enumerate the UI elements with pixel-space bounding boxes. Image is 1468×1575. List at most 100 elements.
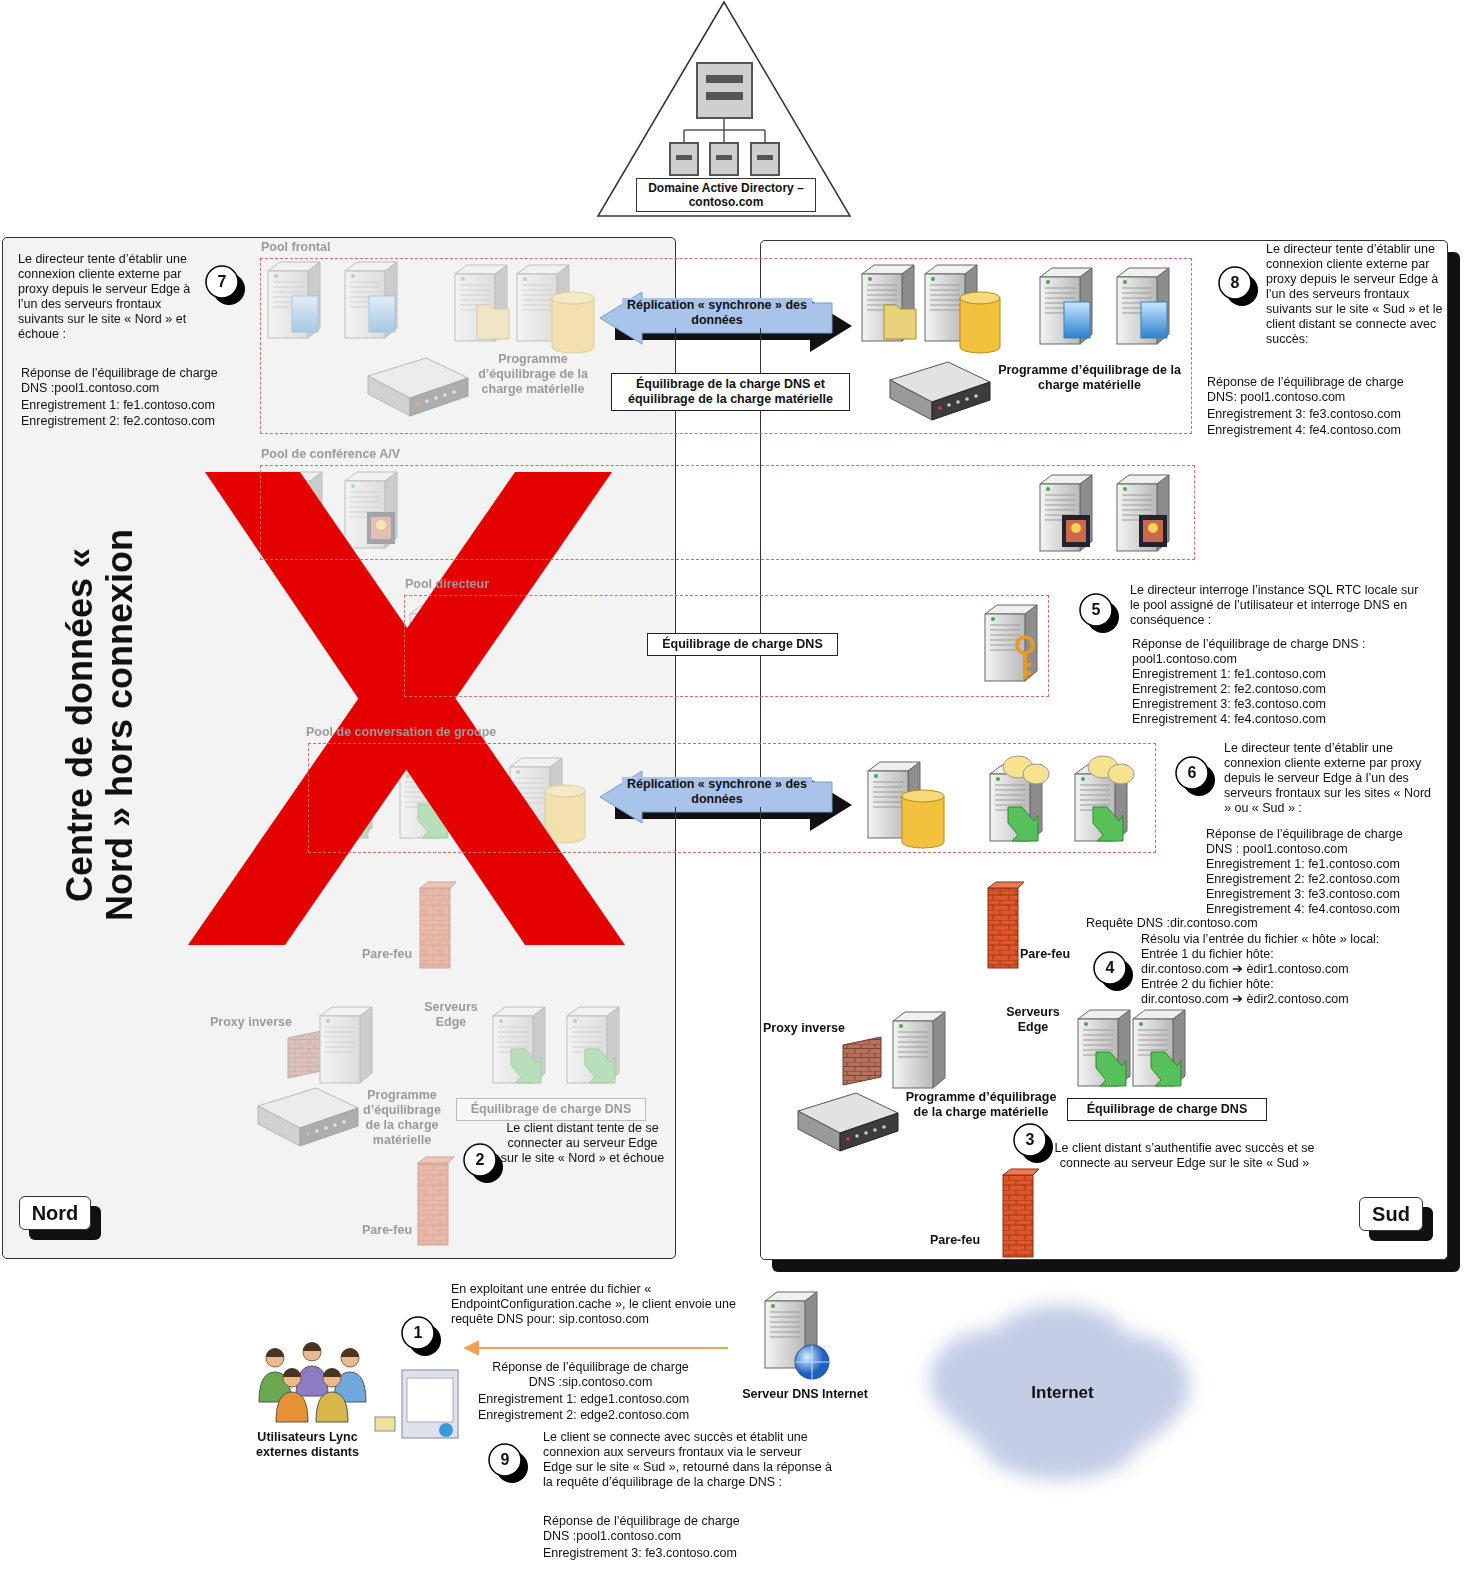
callout-circle <box>489 1444 521 1476</box>
note-text: Serveurs Edge <box>993 1005 1073 1035</box>
user-group: Utilisateurs Lync externes distants <box>245 1340 463 1465</box>
callout-number: 4 <box>1095 959 1125 977</box>
process-box: Équilibrage de charge DNS <box>456 1098 646 1121</box>
note-text: dir.contoso.com ➔ èdir2.contoso.com <box>1141 992 1441 1007</box>
region-ground <box>2 237 676 1259</box>
domain-triangle: Domaine Active Directory – contoso.com <box>598 2 850 218</box>
note-text: Enregistrement 2: fe2.contoso.com <box>21 414 236 429</box>
node-label: Domaine Active Directory – contoso.com <box>636 178 816 212</box>
callout-number: 1 <box>403 1324 433 1342</box>
callout-number: 6 <box>1177 764 1207 782</box>
note-text: Programme d’équilibrage de la charge mat… <box>992 363 1187 393</box>
dns-server: Serveur DNS Internet <box>730 1290 880 1408</box>
pool-box: Pool frontalÉquilibrage de la charge DNS… <box>260 258 1192 434</box>
pool-box: Pool de conférence A/V <box>260 465 1195 560</box>
note-text: Pare-feu <box>1020 947 1080 962</box>
note-text: Le directeur tente d’établir une connexi… <box>1224 741 1439 816</box>
org-icon <box>670 63 779 175</box>
note-text: Serveurs Edge <box>411 1000 491 1030</box>
node-label: Pool de conversation de groupe <box>306 725 606 740</box>
node-label: Équilibrage de charge DNS <box>654 637 831 652</box>
note-text: Le directeur tente d’établir une connexi… <box>18 252 206 342</box>
callout-circle <box>1094 952 1126 984</box>
node-label: Internet <box>915 1383 1210 1403</box>
note-text: Le directeur interroge l’instance SQL RT… <box>1130 583 1430 628</box>
note-text: Réponse de l’équilibrage de charge DNS :… <box>1132 637 1387 667</box>
note-text: Réponse de l’équilibrage de charge DNS :… <box>543 1514 758 1544</box>
node-label: Pool de conférence A/V <box>261 447 561 462</box>
process-box: Équilibrage de charge DNS <box>647 633 838 656</box>
note-text: Réponse de l’équilibrage de charge DNS :… <box>478 1360 703 1390</box>
callout-number: 5 <box>1081 601 1111 619</box>
process-box: Équilibrage de la charge DNS et équilibr… <box>611 373 850 411</box>
node-label: Serveur DNS Internet <box>730 1387 880 1402</box>
note-text: Le client distant s’authentifie avec suc… <box>1052 1141 1317 1171</box>
note-text: Entrée 1 du fichier hôte: <box>1141 947 1441 962</box>
note-text: Le directeur tente d’établir une connexi… <box>1266 242 1444 347</box>
note-text: Enregistrement 1: edge1.contoso.com <box>478 1392 718 1407</box>
replication-arrow <box>600 292 832 344</box>
callout-number: 9 <box>490 1451 520 1469</box>
note-text: Enregistrement 3: fe3.contoso.com <box>543 1546 783 1561</box>
domain-triangle <box>598 2 850 216</box>
callout-circle <box>402 1317 434 1349</box>
note-text: Enregistrement 3: fe3.contoso.com <box>1206 887 1431 902</box>
node-label: Pool frontal <box>261 240 561 255</box>
dns-response-arrow <box>465 1347 728 1349</box>
note-text: Pare-feu <box>362 947 422 962</box>
note-text: Résolu via l’entrée du fichier « hôte » … <box>1141 932 1441 947</box>
callout-number: 2 <box>465 1151 495 1169</box>
note-text: Enregistrement 4: fe4.contoso.com <box>1206 902 1431 917</box>
note-text: Réplication « synchrone » des données <box>622 777 812 807</box>
note-text: Enregistrement 4: fe4.contoso.com <box>1207 423 1432 438</box>
note-text: Pare-feu <box>930 1233 990 1248</box>
callout-circle <box>206 266 238 298</box>
note-text: Enregistrement 4: fe4.contoso.com <box>1132 712 1392 727</box>
callout-circle <box>1176 757 1208 789</box>
note-text: En exploitant une entrée du fichier « En… <box>451 1282 741 1327</box>
note-text: Enregistrement 1: fe1.contoso.com <box>21 398 236 413</box>
note-text: Enregistrement 1: fe1.contoso.com <box>1132 667 1392 682</box>
note-text: Pare-feu <box>362 1223 422 1238</box>
note-text: Enregistrement 2: fe2.contoso.com <box>1206 872 1431 887</box>
note-text: Réplication « synchrone » des données <box>622 298 812 328</box>
node-label: Utilisateurs Lync externes distants <box>245 1430 370 1460</box>
process-box: Équilibrage de charge DNS <box>1067 1098 1267 1121</box>
note-text: Enregistrement 3: fe3.contoso.com <box>1132 697 1392 712</box>
note-text: Réponse de l’équilibrage de charge DNS: … <box>1207 375 1432 405</box>
callout-circle <box>464 1144 496 1176</box>
note-text: Le client se connecte avec succès et éta… <box>543 1430 833 1490</box>
callout-circle <box>1080 594 1112 626</box>
note-text: Proxy inverse <box>210 1015 300 1030</box>
callout-number: 8 <box>1220 274 1250 292</box>
note-text: Proxy inverse <box>763 1021 858 1036</box>
note-text: Entrée 2 du fichier hôte: <box>1141 977 1441 992</box>
note-text: dir.contoso.com ➔ èdir1.contoso.com <box>1141 962 1441 977</box>
section-title: Centre de données « Nord » hors connexio… <box>60 515 140 935</box>
node-label: Pool directeur <box>405 577 705 592</box>
note-text: Requête DNS :dir.contoso.com <box>1086 916 1346 931</box>
note-text: Enregistrement 2: edge2.contoso.com <box>478 1408 718 1423</box>
note-text: Programme d’équilibrage de la charge mat… <box>468 352 598 397</box>
offline-cross <box>188 472 612 945</box>
note-text: Le client distant tente de se connecter … <box>500 1121 665 1166</box>
node-label: Nord <box>19 1196 91 1230</box>
note-text: Enregistrement 2: fe2.contoso.com <box>1132 682 1392 697</box>
note-text: Enregistrement 3: fe3.contoso.com <box>1207 407 1432 422</box>
node-label: Sud <box>1359 1197 1423 1231</box>
note-text: Programme d’équilibrage de la charge mat… <box>357 1088 447 1148</box>
note-text: Programme d’équilibrage de la charge mat… <box>900 1090 1062 1120</box>
pool-box: Pool directeurÉquilibrage de charge DNS <box>404 595 1049 697</box>
note-text: Enregistrement 1: fe1.contoso.com <box>1206 857 1431 872</box>
callout-number: 3 <box>1015 1131 1045 1149</box>
callout-circle <box>1014 1124 1046 1156</box>
node-label: Équilibrage de la charge DNS et équilibr… <box>618 377 843 407</box>
node-label: Équilibrage de charge DNS <box>463 1102 639 1117</box>
note-text: Réponse de l’équilibrage de charge DNS :… <box>21 366 236 396</box>
region-ground <box>760 240 1448 1260</box>
callout-number: 7 <box>207 273 237 291</box>
note-text: Réponse de l’équilibrage de charge DNS :… <box>1206 827 1431 857</box>
replication-arrow <box>600 771 832 823</box>
internet-cloud: Internet <box>915 1305 1210 1485</box>
node-label: Équilibrage de charge DNS <box>1074 1102 1260 1117</box>
